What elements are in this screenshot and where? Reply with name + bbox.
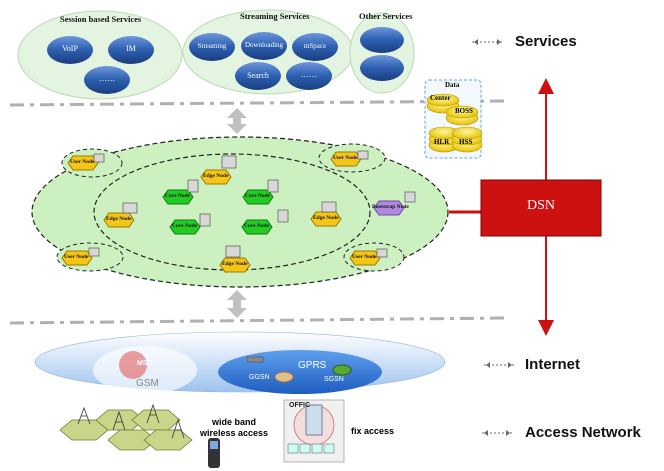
hlr-label: HLR bbox=[434, 138, 450, 146]
ggsn-label: GGSN bbox=[249, 374, 270, 381]
session-more-oval bbox=[84, 66, 130, 94]
core-node-label-3: Core Node bbox=[172, 223, 198, 229]
user-node-label-2: User Node bbox=[64, 254, 89, 260]
other-oval-2 bbox=[360, 55, 404, 81]
msc-label: MSC bbox=[137, 360, 153, 367]
data-title: Data bbox=[445, 81, 460, 89]
user-node-hex-1 bbox=[67, 155, 99, 171]
sgsn-router bbox=[332, 364, 352, 376]
core-node-hex-1 bbox=[162, 189, 194, 205]
database-cylinders bbox=[426, 93, 483, 153]
office-label: OFFIC bbox=[289, 402, 310, 409]
edge-node-label-3: Edge Node bbox=[313, 215, 339, 221]
internet-layer-label: Internet bbox=[525, 356, 581, 373]
user-node-hex-2 bbox=[61, 250, 93, 266]
session-more-label: …… bbox=[99, 74, 115, 83]
downloading-label: Downloading bbox=[244, 41, 284, 49]
sgsn-label: SGSN bbox=[324, 376, 344, 383]
bootstrap-node-label: Bootstrap Node bbox=[372, 204, 409, 210]
edge-node-label-2: Edge Node bbox=[106, 216, 132, 222]
other-services-title: Other Services bbox=[359, 11, 413, 21]
user-node-label-1: User Node bbox=[70, 159, 95, 165]
computer-icons bbox=[88, 150, 416, 258]
other-oval-1 bbox=[360, 27, 404, 53]
streaming-more-oval bbox=[286, 62, 332, 90]
boss-label: BOSS bbox=[455, 107, 473, 115]
fix-access-label: fix access bbox=[351, 426, 395, 436]
wide-band-label-2: wireless access bbox=[200, 428, 269, 438]
edge-node-hex-1 bbox=[200, 169, 232, 185]
user-node-label-3: User Node bbox=[333, 155, 358, 161]
hss-label: HSS bbox=[459, 138, 473, 146]
search-label: Search bbox=[247, 71, 269, 80]
data-center-label: Center bbox=[430, 94, 451, 102]
edge-node-hex-4 bbox=[219, 257, 251, 273]
core-node-hex-2 bbox=[242, 189, 274, 205]
streaming-label: Streaming bbox=[197, 42, 227, 50]
dsn-label: DSN bbox=[526, 198, 555, 213]
office-computers bbox=[287, 443, 335, 454]
streaming-services-title: Streaming Services bbox=[240, 11, 310, 21]
core-node-label-1: Core Node bbox=[165, 193, 191, 199]
core-node-hex-3 bbox=[169, 219, 201, 235]
office-building bbox=[305, 404, 323, 436]
user-node-hex-4 bbox=[349, 250, 381, 266]
gprs-label: GPRS bbox=[298, 360, 327, 371]
session-services-title: Session based Services bbox=[60, 14, 142, 24]
bootstrap-node-hex bbox=[373, 200, 405, 216]
gsm-label: GSM bbox=[136, 378, 159, 389]
session-services-cloud bbox=[17, 10, 183, 100]
im-oval bbox=[108, 36, 154, 64]
antenna-towers bbox=[77, 403, 185, 439]
network-switch bbox=[246, 356, 264, 363]
mspace-oval bbox=[292, 33, 338, 61]
mspace-label: mSpace bbox=[303, 42, 327, 50]
downloading-oval bbox=[241, 32, 287, 60]
im-label: IM bbox=[126, 44, 136, 53]
wide-band-label-1: wide band bbox=[212, 417, 257, 427]
edge-node-label-4: Edge Node bbox=[222, 261, 248, 267]
access-network-layer-label: Access Network bbox=[525, 424, 641, 441]
separator-line-top bbox=[9, 99, 506, 107]
user-node-label-4: User Node bbox=[352, 254, 377, 260]
services-layer-label: Services bbox=[515, 33, 577, 50]
edge-node-hex-3 bbox=[310, 211, 342, 227]
voip-oval bbox=[47, 36, 93, 64]
updown-arrow-top bbox=[227, 108, 247, 134]
gprs-network bbox=[218, 350, 382, 394]
search-oval bbox=[235, 62, 281, 90]
core-node-hex-4 bbox=[241, 219, 273, 235]
core-node-label-2: Core Node bbox=[245, 193, 271, 199]
voip-label: VoIP bbox=[62, 44, 78, 53]
edge-node-hex-2 bbox=[103, 212, 135, 228]
updown-arrow-bottom bbox=[227, 290, 247, 318]
dsn-box bbox=[480, 179, 602, 237]
core-node-label-4: Core Node bbox=[244, 223, 270, 229]
streaming-more-label: …… bbox=[301, 70, 317, 79]
cellular-grid bbox=[59, 409, 193, 451]
msc-circle bbox=[119, 351, 147, 379]
ggsn-device bbox=[274, 371, 294, 383]
edge-node-label-1: Edge Node bbox=[203, 173, 229, 179]
separator-line-bottom bbox=[9, 316, 506, 325]
streaming-oval bbox=[189, 33, 235, 61]
